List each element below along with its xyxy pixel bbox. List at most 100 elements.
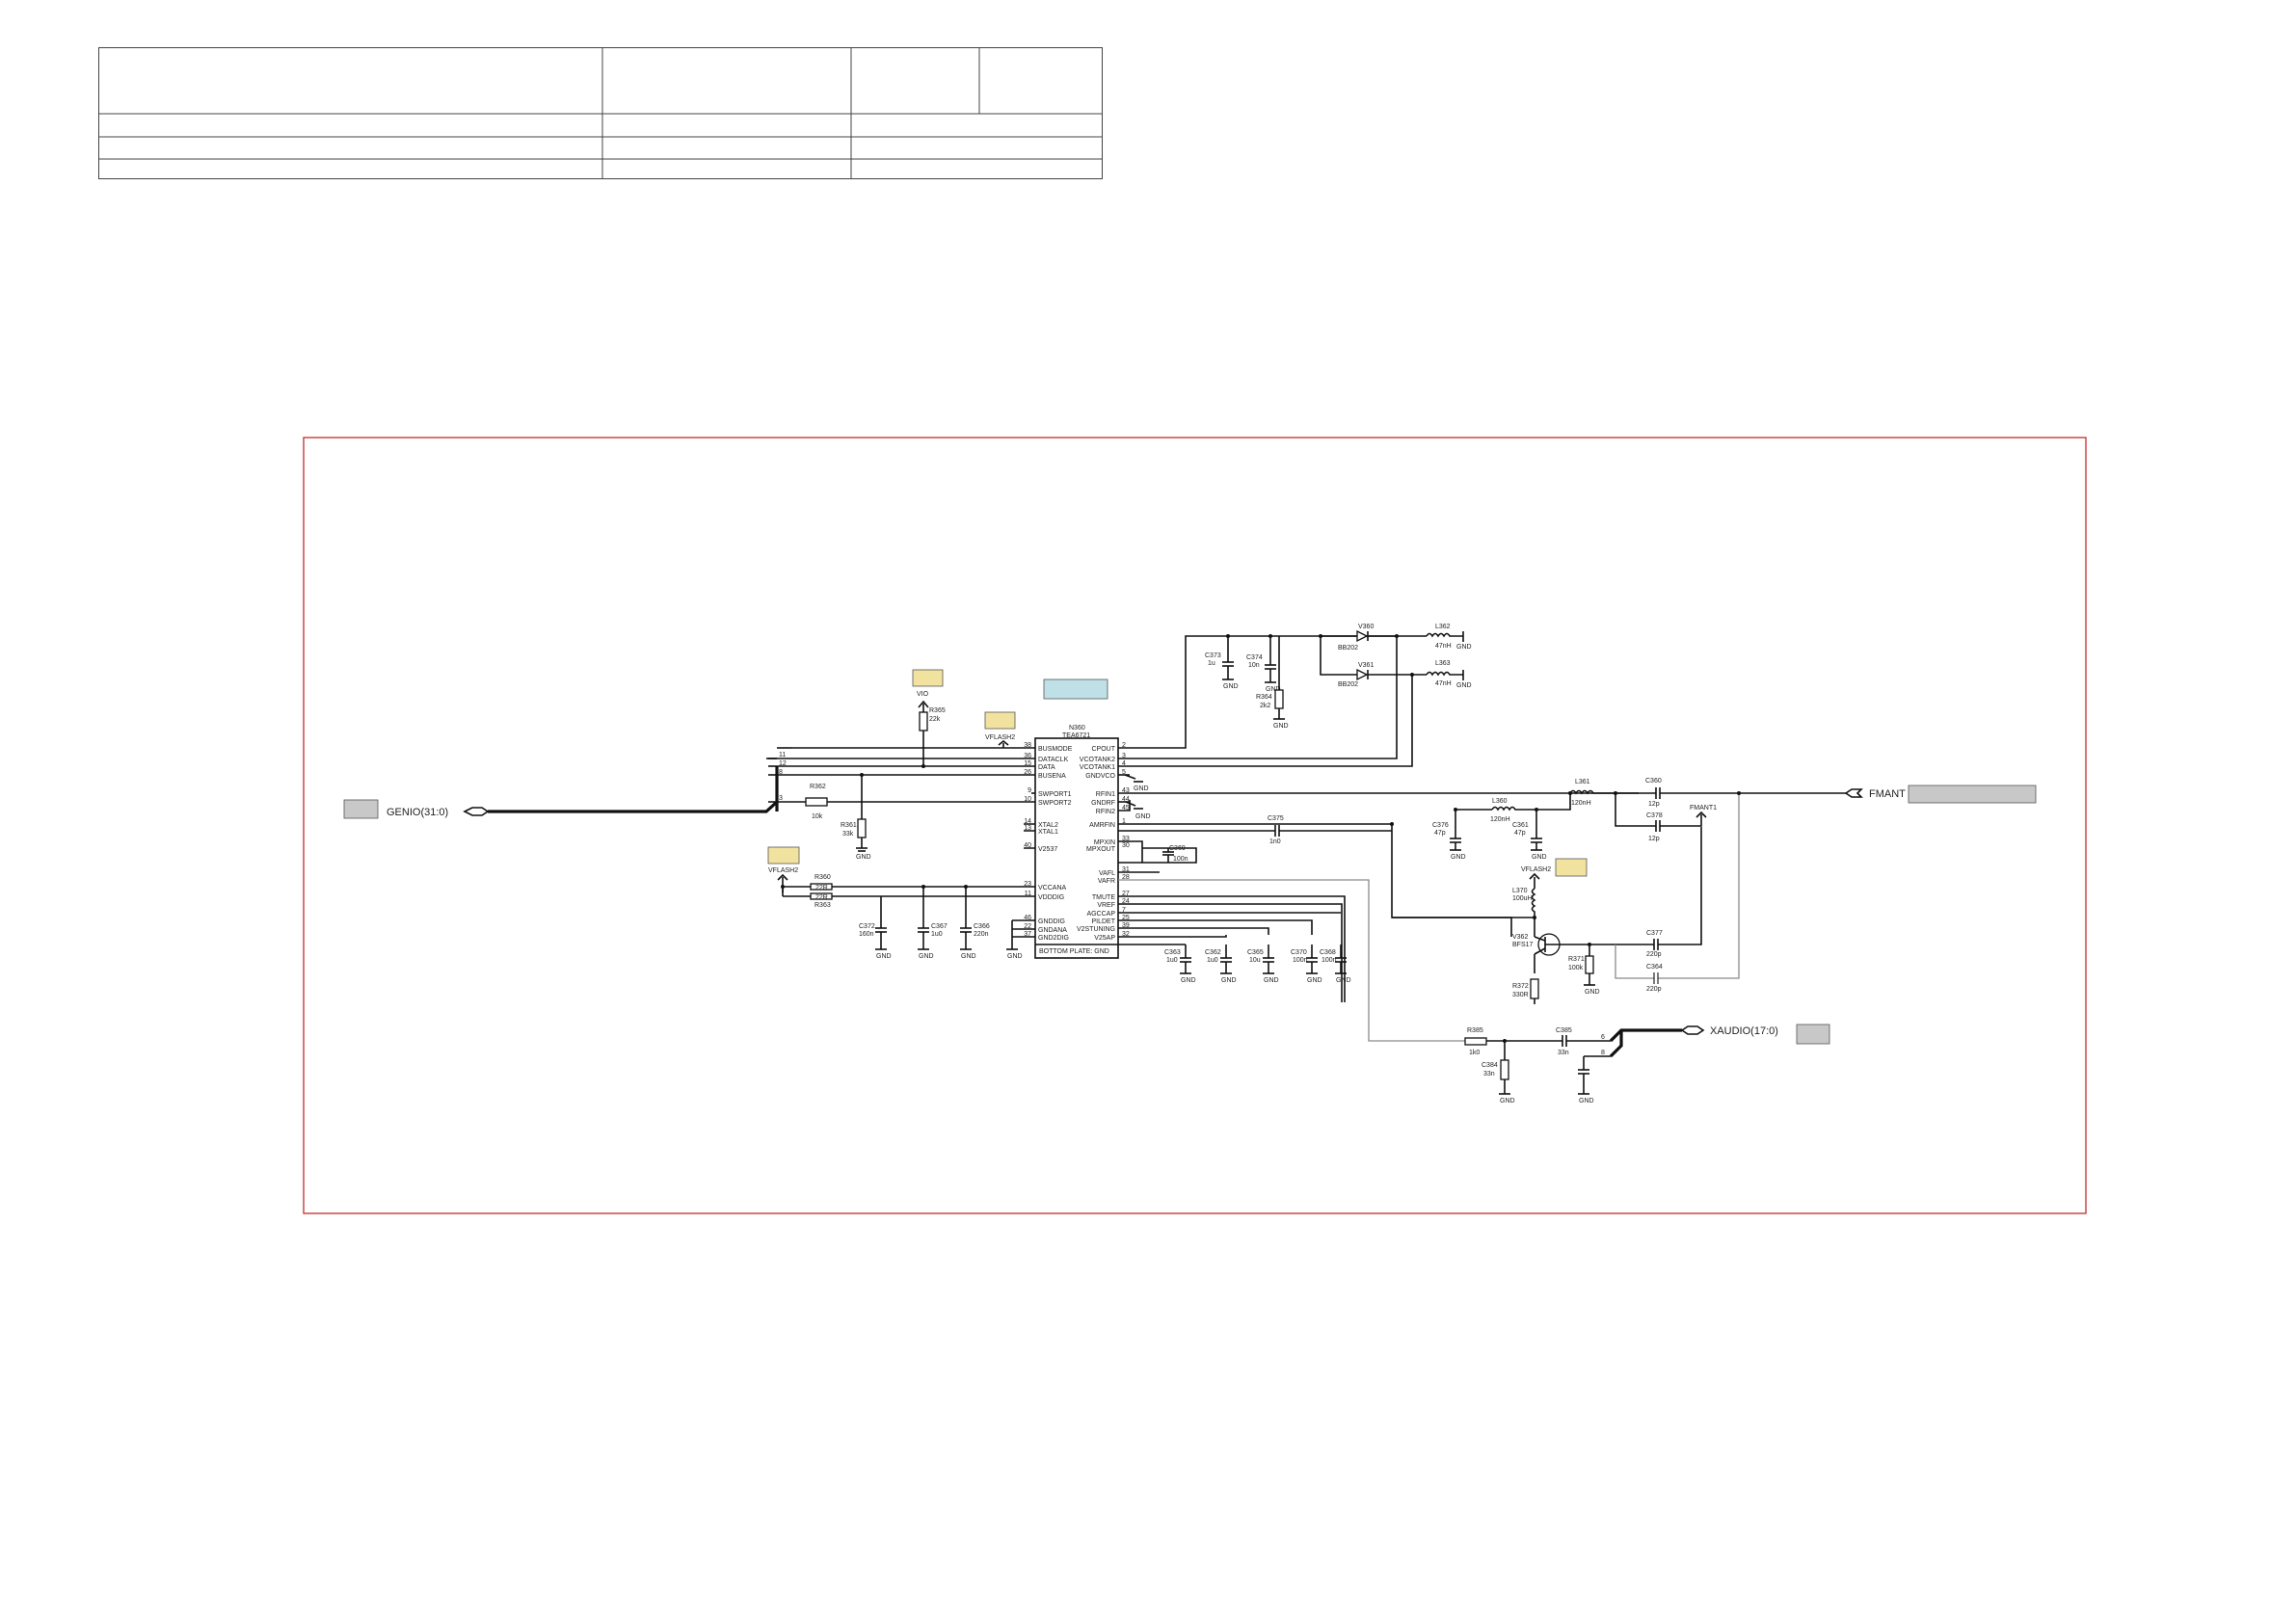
vflash-right-label: VFLASH2 — [1521, 866, 1551, 873]
ic-pin-num-40: 40 — [1024, 842, 1031, 849]
v362-value: BFS17 — [1512, 942, 1534, 948]
ic-pin-num-15: 15 — [1024, 760, 1031, 767]
ic-pin-num-26: 26 — [1024, 769, 1031, 776]
sheet-frame — [303, 437, 2087, 1214]
ic-pin-num-9: 9 — [1028, 787, 1031, 794]
ic-pin-name-rfin2: RFIN2 — [1096, 809, 1115, 815]
r361-value: 33k — [842, 831, 854, 838]
ic-pin-name-mpxout: MPXOUT — [1086, 846, 1116, 853]
ic-pin-num-2: 2 — [1122, 742, 1126, 749]
r364-value: 2k2 — [1260, 703, 1270, 709]
v360-value: BB202 — [1338, 645, 1358, 652]
ic-pin-num-10: 10 — [1024, 796, 1031, 803]
r371-value: 100k — [1568, 965, 1584, 971]
r372-ref: R372 — [1512, 983, 1529, 990]
ic-pin-name-v2stuning: V2STUNING — [1077, 926, 1115, 933]
gnd-r371: GND — [1585, 989, 1600, 996]
c367 — [918, 885, 929, 950]
ic-pin-name-v2537: V2537 — [1038, 846, 1057, 853]
gnd-c374: GND — [1266, 686, 1281, 693]
c368-value: 100n — [1322, 957, 1337, 964]
ic-pin-num-32: 32 — [1122, 931, 1130, 938]
c367-ref: C367 — [931, 923, 948, 930]
c365-value: 10u — [1249, 957, 1261, 964]
c363-ref: C363 — [1164, 949, 1181, 956]
c366-ref: C366 — [974, 923, 990, 930]
ic-pin-name-gndrf: GNDRF — [1091, 800, 1115, 807]
ic-pin-num-38: 38 — [1024, 742, 1031, 749]
ic-pin-name-swport2: SWPORT2 — [1038, 800, 1072, 807]
l370-value: 100uH — [1512, 895, 1533, 902]
l361-ref: L361 — [1575, 779, 1590, 785]
ic-pin-name-tmute: TMUTE — [1092, 894, 1115, 901]
gnd-vco: GND — [1134, 785, 1149, 792]
cap-c362 — [1220, 945, 1232, 974]
c384-value: 33n — [1558, 1050, 1569, 1056]
c366-value: 220n — [974, 931, 989, 938]
cap-c365 — [1263, 945, 1274, 974]
r384-value: 1k0 — [1469, 1050, 1480, 1056]
ic-pin-num-44: 44 — [1122, 796, 1130, 803]
ic-pin-name-vdddig: VDDDIG — [1038, 894, 1064, 901]
r363-value: 22R — [815, 894, 828, 901]
c360-ref: C360 — [1645, 778, 1662, 785]
ic-bottom-label: BOTTOM PLATE: GND — [1039, 948, 1109, 955]
l360-ref: L360 — [1492, 798, 1508, 805]
genio-connector-arrow — [463, 807, 490, 816]
c362-value: 1u0 — [1207, 957, 1218, 964]
ic-pin-num-30: 30 — [1122, 842, 1130, 849]
l362-ref: L362 — [1435, 624, 1451, 630]
ic-pin-name-agccap: AGCCAP — [1086, 911, 1115, 918]
fmant1-label: FMANT1 — [1690, 805, 1717, 812]
c378-value: 12p — [1648, 836, 1660, 842]
c372-ref: C372 — [859, 923, 875, 930]
gnd-c372: GND — [876, 953, 892, 960]
r385-value: 33n — [1483, 1071, 1495, 1078]
ic-pin-name-mpxin: MPXIN — [1094, 839, 1115, 846]
gnd-c363: GND — [1181, 977, 1196, 984]
c364-ref: C364 — [1646, 964, 1663, 971]
c362-ref: C362 — [1205, 949, 1221, 956]
genio-label: GENIO(31:0) — [387, 807, 448, 818]
gnd-rf: GND — [1135, 813, 1151, 820]
r361-ref: R361 — [841, 822, 857, 829]
r384-ref: R385 — [1467, 1027, 1483, 1034]
ic-pin-num-25: 25 — [1122, 915, 1130, 921]
ic-pin-name-vcotank1: VCOTANK1 — [1080, 764, 1115, 771]
ic-pin-name-xtal2: XTAL2 — [1038, 822, 1058, 829]
ic-pin-num-39: 39 — [1122, 922, 1130, 929]
ic-pin-num-3: 3 — [1122, 753, 1126, 759]
ic-pin-name-amrfin: AMRFIN — [1089, 822, 1115, 829]
ic-pin-name-dataclk: DATACLK — [1038, 757, 1069, 763]
c376-value: 47p — [1434, 830, 1446, 837]
c368-ref: C368 — [1320, 949, 1336, 956]
xaudio-bit-6: 6 — [1601, 1034, 1605, 1041]
c370-ref: C370 — [1291, 949, 1307, 956]
gnd-r361: GND — [856, 854, 871, 861]
fmant-connector-arrow — [1844, 788, 1863, 798]
r360-value: 22R — [815, 885, 828, 891]
ic-pin-num-36: 36 — [1024, 753, 1031, 759]
ic-pin-num-1: 1 — [1122, 818, 1126, 825]
r385-ref: C384 — [1482, 1062, 1498, 1069]
cap-c363 — [1180, 945, 1191, 974]
tag-vflash-top — [984, 711, 1016, 730]
gnd-c362: GND — [1221, 977, 1237, 984]
gnd-c373: GND — [1223, 683, 1239, 690]
r362-ref: R362 — [810, 784, 826, 790]
ic-pin-name-xtal1: XTAL1 — [1038, 829, 1058, 836]
ic-pin-num-4: 4 — [1122, 760, 1126, 767]
v361-value: BB202 — [1338, 681, 1358, 688]
ic-pin-name-vcotank2: VCOTANK2 — [1080, 757, 1115, 763]
tag-vflash-left — [767, 846, 800, 865]
c374-ref: C374 — [1246, 654, 1263, 661]
c360-value: 12p — [1648, 801, 1660, 808]
ic-pin-num-46: 46 — [1024, 915, 1031, 921]
ic-pin-name-swport1: SWPORT1 — [1038, 791, 1072, 798]
ic-pin-name-v25ap: V25AP — [1094, 935, 1115, 942]
tag-fmant — [1908, 785, 2037, 804]
ic-pin-name-gndvco: GNDVCO — [1085, 773, 1115, 780]
r371-ref: R371 — [1568, 956, 1585, 963]
c366 — [960, 885, 972, 950]
